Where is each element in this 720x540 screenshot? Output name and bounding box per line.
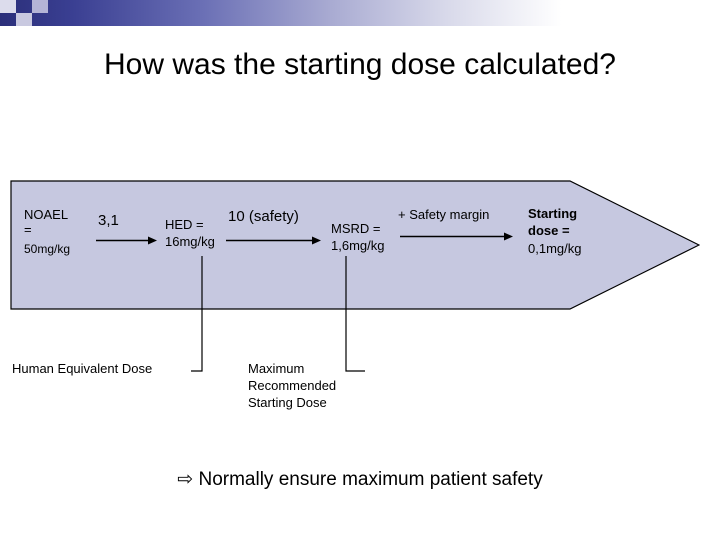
connector-arrow-3-icon [400,232,514,241]
stage-msrd: MSRD = 1,6mg/kg [331,220,411,254]
bottom-note: ⇨ Normally ensure maximum patient safety [0,468,720,491]
arrow-bullet-icon: ⇨ [177,469,194,490]
stage-starting-dose-value: 0,1mg/kg [528,241,582,256]
connector-factor-label: 3,1 [98,212,119,229]
connector-safety-margin-label: + Safety margin [398,207,490,222]
stage-msrd-value: 1,6mg/kg [331,238,385,253]
hed-callout-leader-line [190,256,204,372]
banner-square-3 [32,0,48,13]
msrd-callout-line1: Maximum [248,361,305,376]
connector-arrow-1-icon [96,236,158,245]
hed-callout-text: Human Equivalent Dose [12,361,153,376]
msrd-callout-line2: Recommended [248,378,337,393]
stage-noael-label-line1: NOAEL [24,207,69,222]
connector-safety-factor-label: 10 (safety) [228,208,299,225]
banner-square-1 [0,0,16,13]
stage-starting-dose-label-line1: Starting [528,206,578,221]
stage-noael: NOAEL = 50mg/kg [24,207,102,257]
stage-noael-value: 50mg/kg [24,242,71,256]
slide-top-banner [0,0,720,26]
stage-msrd-label: MSRD = [331,221,381,236]
msrd-callout-line3: Starting Dose [248,395,327,410]
stage-hed: HED = 16mg/kg [165,216,241,250]
msrd-callout-text: Maximum Recommended Starting Dose [248,360,378,411]
stage-starting-dose-label-line2: dose = [528,223,570,238]
connector-arrow-2-icon [226,236,322,245]
process-arrow-shape [10,180,700,310]
banner-square-2 [16,13,32,26]
msrd-callout-leader-line [340,256,366,372]
stage-hed-label: HED = [165,217,204,232]
stage-hed-value: 16mg/kg [165,234,215,249]
page-title: How was the starting dose calculated? [104,48,616,81]
bottom-note-text: Normally ensure maximum patient safety [198,469,543,490]
stage-starting-dose: Starting dose = 0,1mg/kg [528,205,638,258]
stage-noael-label-line2: = [24,222,32,237]
